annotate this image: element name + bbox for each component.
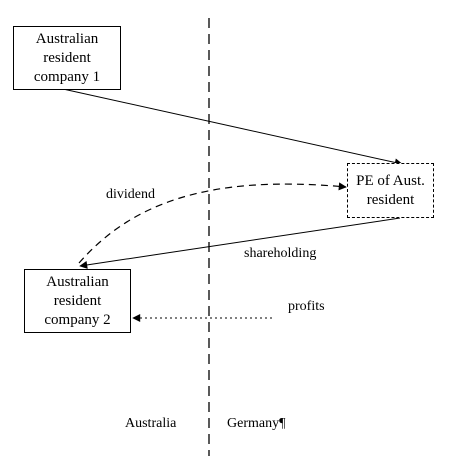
arrow-pe-to-company2 — [79, 217, 401, 269]
arrow-dividend-curve — [78, 182, 347, 264]
permanent-establishment-label: PE of Aust. resident — [356, 172, 425, 208]
company-1-label: Australian resident company 1 — [33, 30, 101, 85]
permanent-establishment-box: PE of Aust. resident — [347, 163, 434, 218]
profits-label: profits — [288, 299, 325, 314]
company-2-label: Australian resident company 2 — [44, 273, 111, 328]
dividend-label: dividend — [106, 187, 155, 202]
shareholding-label: shareholding — [244, 246, 317, 261]
germany-label: Germany¶ — [227, 416, 286, 431]
company-2-box: Australian resident company 2 — [24, 269, 131, 333]
australia-label: Australia — [125, 416, 177, 431]
arrow-company1-to-pe — [62, 88, 403, 167]
company-1-box: Australian resident company 1 — [13, 26, 121, 90]
